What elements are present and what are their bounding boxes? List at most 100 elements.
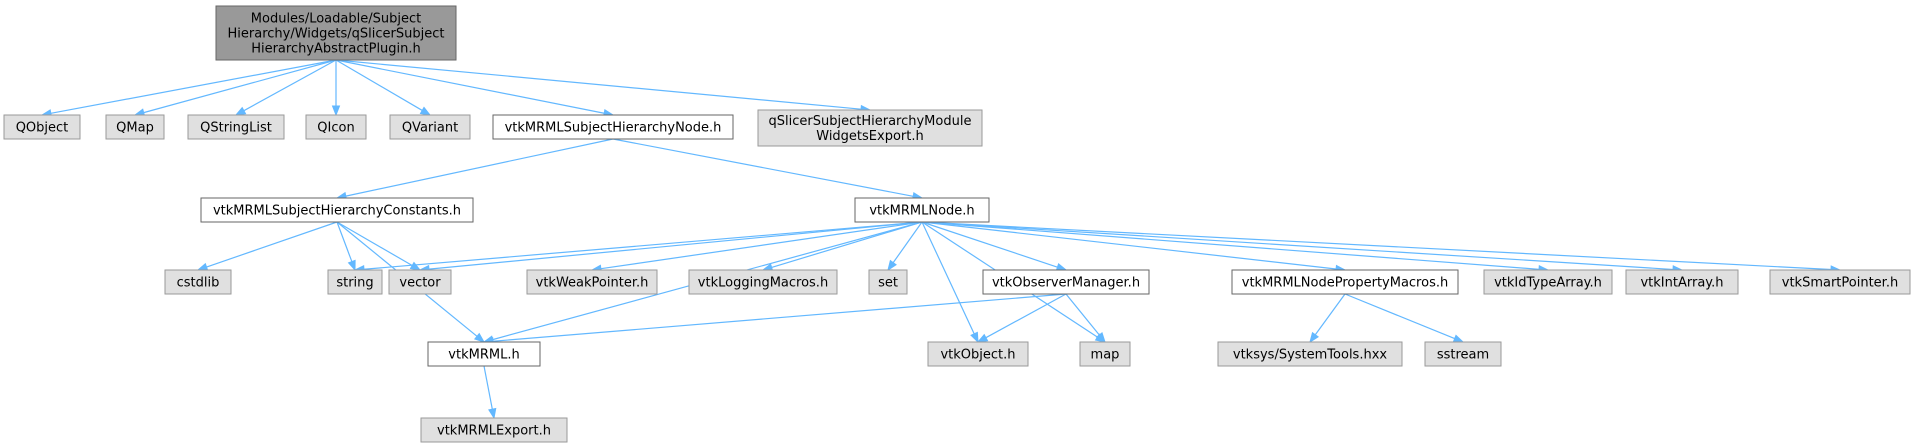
node-mrmlnode[interactable]: vtkMRMLNode.h bbox=[854, 197, 990, 223]
edge-line bbox=[335, 59, 862, 110]
node-mrmlexport: vtkMRMLExport.h bbox=[420, 417, 568, 443]
node-set: set bbox=[868, 269, 908, 295]
edge-mrmlnode-to-weakptr bbox=[590, 221, 923, 273]
edge-line bbox=[243, 59, 337, 112]
edge-root-to-qvariant bbox=[335, 59, 432, 116]
edge-line bbox=[985, 293, 1067, 339]
edge-line bbox=[206, 221, 338, 268]
edge-line bbox=[428, 221, 923, 270]
node-box bbox=[305, 114, 367, 140]
node-box bbox=[854, 197, 990, 223]
node-shnode[interactable]: vtkMRMLSubjectHierarchyNode.h bbox=[492, 114, 734, 140]
edge-line bbox=[336, 221, 353, 262]
edge-line bbox=[921, 221, 1337, 270]
node-label: vtkSmartPointer.h bbox=[1782, 276, 1898, 291]
edge-line bbox=[612, 138, 914, 197]
node-propmacros[interactable]: vtkMRMLNodePropertyMacros.h bbox=[1231, 269, 1459, 295]
edge-line bbox=[335, 59, 423, 111]
edge-line bbox=[335, 59, 605, 114]
node-box bbox=[200, 197, 474, 223]
edge-line bbox=[921, 221, 1058, 268]
edge-line bbox=[492, 293, 1067, 342]
node-label: vtkMRML.h bbox=[448, 348, 519, 363]
node-smartptr: vtkSmartPointer.h bbox=[1769, 269, 1911, 295]
node-label: map bbox=[1091, 348, 1120, 363]
node-box bbox=[388, 269, 452, 295]
node-label: vtkWeakPointer.h bbox=[536, 276, 649, 291]
node-intarray: vtkIntArray.h bbox=[1625, 269, 1739, 295]
node-label: vtkMRMLNode.h bbox=[869, 204, 974, 219]
node-label: vtkIdTypeArray.h bbox=[1494, 276, 1602, 291]
node-box bbox=[757, 109, 983, 147]
edge-root-to-qicon bbox=[331, 60, 341, 117]
edge-line bbox=[1065, 293, 1100, 336]
node-label: string bbox=[336, 276, 373, 291]
node-qstringlist: QStringList bbox=[187, 114, 285, 140]
node-label: vtkObserverManager.h bbox=[992, 276, 1140, 291]
node-logging: vtkLoggingMacros.h bbox=[688, 269, 838, 295]
node-box bbox=[1483, 269, 1613, 295]
edge-line bbox=[363, 221, 923, 270]
edge-line bbox=[336, 221, 413, 267]
edge-arrowhead bbox=[1055, 262, 1068, 272]
node-label: vtkMRMLExport.h bbox=[437, 424, 551, 439]
node-systools: vtksys/SystemTools.hxx bbox=[1217, 341, 1403, 367]
node-box bbox=[3, 114, 81, 140]
node-box bbox=[526, 269, 658, 295]
edge-root-to-qobject bbox=[40, 59, 337, 118]
edge-line bbox=[921, 221, 1540, 270]
edge-mrmlnode-to-propmacros bbox=[921, 221, 1347, 274]
edge-shnode-to-shconst bbox=[335, 138, 614, 201]
edge-arrowhead bbox=[976, 333, 989, 343]
node-box bbox=[982, 269, 1150, 295]
edge-line bbox=[50, 59, 337, 114]
node-label: vtkMRMLSubjectHierarchyNode.h bbox=[505, 121, 722, 136]
node-label: QStringList bbox=[200, 121, 272, 136]
edge-line bbox=[345, 138, 614, 197]
node-qvariant: QVariant bbox=[389, 114, 471, 140]
node-label: WidgetsExport.h bbox=[816, 129, 923, 144]
edge-obsmgr-to-vtkobject bbox=[976, 293, 1067, 343]
node-label: vtkMRMLNodePropertyMacros.h bbox=[1242, 276, 1448, 291]
edge-root-to-shnode bbox=[335, 59, 615, 118]
node-box bbox=[427, 341, 541, 367]
node-obsmgr[interactable]: vtkObserverManager.h bbox=[982, 269, 1150, 295]
edge-line bbox=[921, 221, 1832, 271]
node-qmap: QMap bbox=[105, 114, 165, 140]
node-cstdlib: cstdlib bbox=[164, 269, 232, 295]
node-root[interactable]: Modules/Loadable/SubjectHierarchy/Widget… bbox=[215, 5, 457, 61]
edge-root-to-export bbox=[335, 59, 872, 114]
edge-line bbox=[771, 221, 923, 268]
node-box bbox=[389, 114, 471, 140]
edge-arrowhead bbox=[1452, 334, 1465, 343]
edge-mrmlnode-to-vector bbox=[418, 221, 923, 274]
node-qobject: QObject bbox=[3, 114, 81, 140]
node-label: vtksys/SystemTools.hxx bbox=[1233, 348, 1388, 363]
edge-shconst-to-string bbox=[336, 221, 356, 272]
node-label: vtkIntArray.h bbox=[1640, 276, 1723, 291]
node-box bbox=[1625, 269, 1739, 295]
edge-arrowhead bbox=[419, 106, 432, 116]
node-label: qSlicerSubjectHierarchyModule bbox=[769, 114, 972, 129]
edge-line bbox=[143, 59, 337, 114]
edge-line bbox=[1344, 293, 1455, 340]
node-shconst[interactable]: vtkMRMLSubjectHierarchyConstants.h bbox=[200, 197, 474, 223]
node-box bbox=[1079, 341, 1131, 367]
node-vtkmrml[interactable]: vtkMRML.h bbox=[427, 341, 541, 367]
node-label: QIcon bbox=[317, 121, 354, 136]
node-label: cstdlib bbox=[177, 276, 220, 291]
edge-propmacros-to-systools bbox=[1309, 293, 1346, 344]
edge-line bbox=[921, 221, 975, 335]
node-box bbox=[1424, 341, 1502, 367]
node-label: HierarchyAbstractPlugin.h bbox=[251, 42, 421, 57]
edge-root-to-qmap bbox=[133, 59, 337, 117]
edge-mrmlnode-to-vtkobject bbox=[921, 221, 979, 344]
edge-vtkmrml-to-mrmlexport bbox=[483, 365, 497, 420]
edge-line bbox=[921, 221, 1674, 271]
edge-arrowhead bbox=[1309, 331, 1320, 344]
node-label: QObject bbox=[16, 121, 69, 136]
node-weakptr: vtkWeakPointer.h bbox=[526, 269, 658, 295]
node-label: Hierarchy/Widgets/qSlicerSubject bbox=[228, 27, 445, 42]
node-qicon: QIcon bbox=[305, 114, 367, 140]
node-box bbox=[927, 341, 1029, 367]
